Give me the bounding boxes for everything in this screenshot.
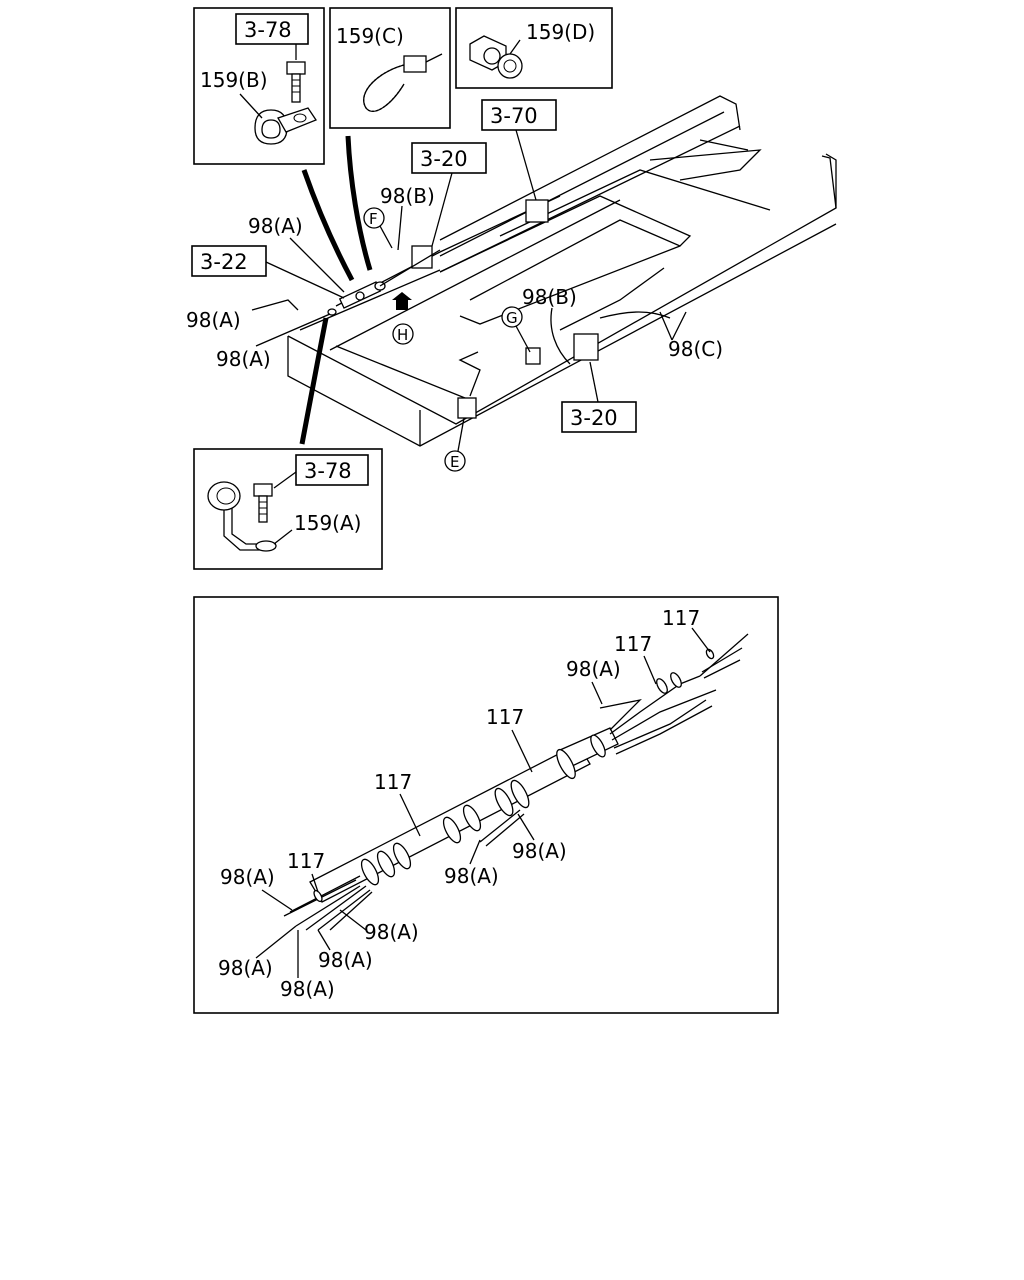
callout-98b-mid: 98(B) xyxy=(522,285,577,309)
bolt-icon xyxy=(253,483,273,523)
ref-box-3-22 xyxy=(191,245,267,277)
ref-box-3-78-top xyxy=(235,13,309,45)
ref-3-78-top: 3-78 xyxy=(244,18,292,42)
ref-box-3-78-bottom xyxy=(295,454,369,486)
callout-159b: 159(B) xyxy=(200,68,268,92)
view-g-marker: G xyxy=(501,306,531,353)
harness-label-98a-8: 98(A) xyxy=(280,977,335,1001)
svg-text:G: G xyxy=(506,309,518,327)
ref-3-70: 3-70 xyxy=(490,104,538,128)
clip-159a-icon xyxy=(207,481,277,552)
view-f-marker: F xyxy=(363,207,393,249)
view-h-marker: H xyxy=(392,323,414,345)
harness-label-98a-2: 98(A) xyxy=(512,839,567,863)
ref-box-3-20-right xyxy=(561,401,637,433)
clip-159b-icon xyxy=(254,107,317,145)
ref-3-78-bottom: 3-78 xyxy=(304,459,352,483)
callout-98b-top: 98(B) xyxy=(380,184,435,208)
harness-label-117-1: 117 xyxy=(662,606,700,630)
ref-3-22: 3-22 xyxy=(200,250,248,274)
harness-label-98a-4: 98(A) xyxy=(220,865,275,889)
ref-box-3-70 xyxy=(481,99,557,131)
ref-3-20-top: 3-20 xyxy=(420,147,468,171)
view-e-marker: E xyxy=(444,417,466,472)
inset-159d: 159(D) xyxy=(455,7,613,89)
harness-label-117-4: 117 xyxy=(374,770,412,794)
callout-159a: 159(A) xyxy=(294,511,361,535)
callout-98a-left1: 98(A) xyxy=(186,308,241,332)
bolt-icon xyxy=(286,61,306,103)
inset-159a: 3-78 159(A) xyxy=(193,448,383,570)
callout-159d: 159(D) xyxy=(526,20,595,44)
callout-159c: 159(C) xyxy=(336,24,404,48)
harness-label-117-2: 117 xyxy=(614,632,652,656)
svg-text:H: H xyxy=(397,326,408,344)
inset-159c: 159(C) xyxy=(329,7,451,129)
harness-label-117-3: 117 xyxy=(486,705,524,729)
svg-text:F: F xyxy=(369,210,378,228)
ref-3-20-right: 3-20 xyxy=(570,406,618,430)
callout-98a-left2: 98(A) xyxy=(216,347,271,371)
harness-label-98a-3: 98(A) xyxy=(444,864,499,888)
harness-detail: 117 117 117 117 117 98(A) 98(A) 98(A) 98… xyxy=(193,596,779,1014)
callout-98c: 98(C) xyxy=(668,337,723,361)
harness-label-98a-5: 98(A) xyxy=(364,920,419,944)
clip-159d-icon xyxy=(469,35,523,79)
harness-label-98a-6: 98(A) xyxy=(218,956,273,980)
chassis-frame xyxy=(287,95,837,447)
svg-text:E: E xyxy=(450,453,459,471)
ref-box-3-20-top xyxy=(411,142,487,174)
harness-label-98a-1: 98(A) xyxy=(566,657,621,681)
inset-159b: 3-78 159(B) xyxy=(193,7,325,165)
callout-98a-top: 98(A) xyxy=(248,214,303,238)
view-arrow-icon xyxy=(392,292,412,310)
harness-label-98a-7: 98(A) xyxy=(318,948,373,972)
cable-tie-icon xyxy=(363,53,443,112)
harness-label-117-5: 117 xyxy=(287,849,325,873)
